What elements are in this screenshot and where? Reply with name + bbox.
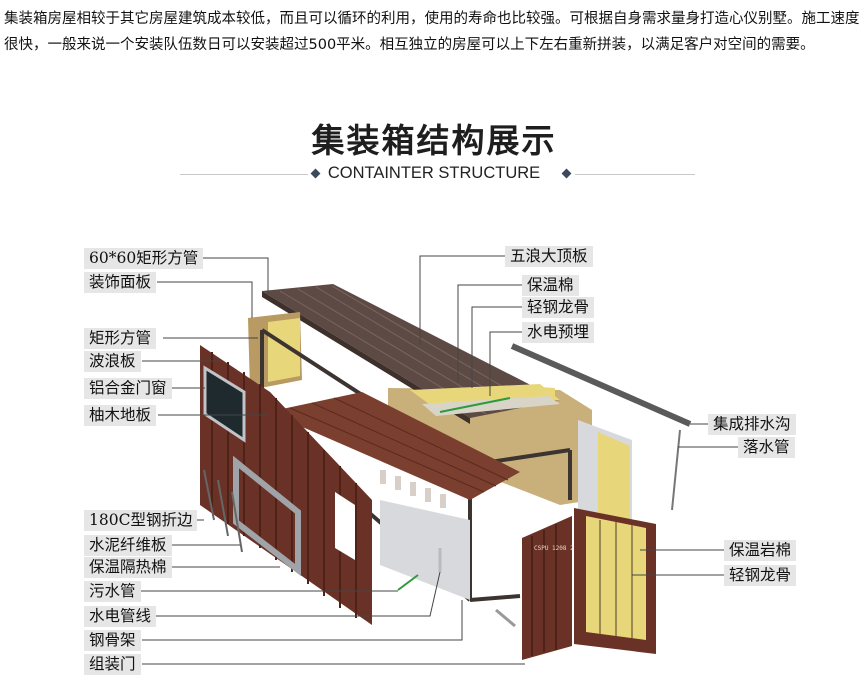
window-frame	[233, 455, 301, 577]
label-light-steel-keel-door: 轻钢龙骨	[724, 565, 797, 586]
assembly-door	[522, 516, 572, 660]
label-roof-panel: 五浪大顶板	[505, 246, 593, 267]
downpipe	[671, 429, 681, 511]
label-c-channel: 180C型钢折边	[84, 510, 198, 531]
label-corrugated-panel: 波浪板	[84, 351, 141, 372]
ceiling-board	[422, 396, 560, 416]
intro-paragraph: 集装箱房屋相较于其它房屋建筑成本较低，而且可以循环的利用，使用的寿命也比较强。可…	[4, 11, 860, 53]
leader-lines	[126, 255, 738, 665]
waste-pipe	[397, 574, 419, 591]
label-insulation-wool: 保温棉	[522, 275, 579, 296]
label-integrated-gutter: 集成排水沟	[708, 414, 796, 435]
door-studs	[599, 520, 633, 638]
label-utility-lines: 水电管线	[84, 606, 157, 627]
c-channel-studs	[203, 469, 243, 553]
floor-boards	[289, 397, 509, 493]
back-wall-board	[388, 388, 592, 505]
label-downpipe: 落水管	[738, 437, 795, 458]
roof-panel	[262, 284, 560, 418]
cement-fiber-board	[380, 500, 470, 600]
ceiling-conduit	[439, 397, 511, 413]
label-rectangular-tube-60: 60*60矩形方管	[84, 248, 204, 269]
title-rule-right	[575, 174, 695, 175]
aluminum-window	[203, 365, 246, 443]
label-embedded-utilities: 水电预埋	[522, 322, 595, 343]
label-cement-fiber-board: 水泥纤维板	[84, 535, 172, 556]
floor-joist-gaps	[380, 470, 446, 508]
label-teak-floor: 柚木地板	[84, 405, 157, 426]
label-decorative-panel: 装饰面板	[84, 272, 157, 293]
title-rule-left	[180, 174, 308, 175]
label-waste-pipe: 污水管	[84, 581, 141, 602]
door-marking: CSPU 1208 251 22G1	[534, 545, 599, 552]
diagram-subtitle: CONTAINTER STRUCTURE	[327, 164, 541, 182]
label-steel-frame: 钢骨架	[84, 630, 141, 651]
label-aluminum-window: 铝合金门窗	[84, 378, 172, 399]
label-rock-wool: 保温岩棉	[724, 540, 797, 561]
door-ribs	[531, 524, 557, 656]
integrated-gutter	[510, 343, 692, 427]
label-thermal-insulation: 保温隔热棉	[84, 557, 172, 578]
drain-pipe	[495, 608, 516, 628]
end-wall-insulation	[268, 318, 300, 382]
door-opening	[335, 492, 355, 560]
label-assembly-door: 组装门	[84, 654, 141, 675]
label-rectangular-tube: 矩形方管	[84, 328, 157, 349]
diagram-title: 集装箱结构展示	[311, 121, 557, 160]
teak-floor	[268, 392, 520, 500]
label-light-steel-keel-top: 轻钢龙骨	[522, 297, 595, 318]
